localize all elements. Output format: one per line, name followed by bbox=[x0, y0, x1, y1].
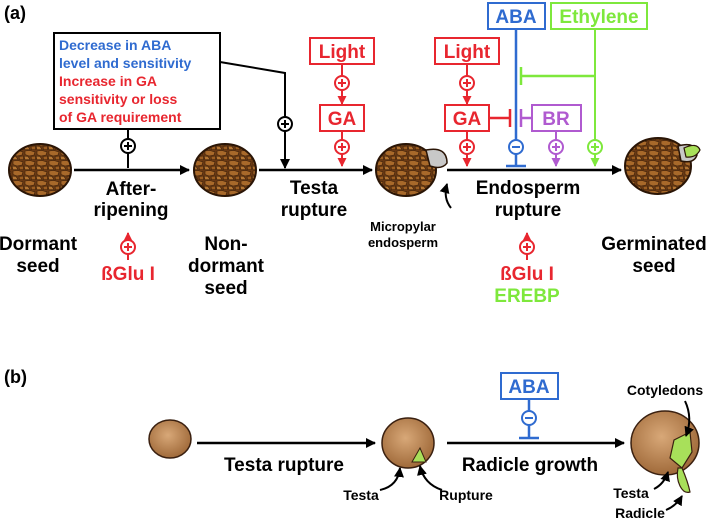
panel-b-label: (b) bbox=[4, 367, 27, 387]
note-line-2: level and sensitivity bbox=[59, 55, 191, 71]
aba-box-b bbox=[500, 372, 559, 400]
testa-rupture-label-b: Testa rupture bbox=[224, 455, 344, 476]
ethylene-label: Ethylene bbox=[559, 7, 638, 28]
note-line-5: of GA requirement bbox=[59, 109, 182, 125]
endosperm-label-1: Endosperm bbox=[476, 178, 581, 199]
seed-b-dormant-image bbox=[148, 419, 192, 459]
testa-ruptured-seed-image bbox=[375, 143, 448, 197]
dormant-label-1: Dormant bbox=[0, 234, 78, 255]
cotyledons-label: Cotyledons bbox=[627, 382, 703, 398]
note-box bbox=[53, 32, 221, 130]
micropylar-label-2: endosperm bbox=[368, 235, 438, 250]
box-to-testa-line bbox=[219, 61, 290, 169]
rupture-label-b: Rupture bbox=[439, 487, 493, 503]
micropylar-endosperm-shape bbox=[425, 148, 448, 169]
radicle-label-b: Radicle bbox=[615, 505, 665, 521]
aba-box-a bbox=[487, 2, 546, 30]
germinated-label-1: Germinated bbox=[601, 234, 707, 255]
aba-label-a: ABA bbox=[495, 7, 536, 28]
ga1-box bbox=[319, 104, 365, 132]
panel-a-label: (a) bbox=[4, 3, 26, 23]
germinated-seed-image bbox=[624, 137, 701, 195]
afterripening-label-1: After- bbox=[106, 179, 157, 200]
radicle-b-shape bbox=[676, 467, 691, 493]
seed-b-ruptured-image bbox=[381, 417, 435, 469]
dormant-label-2: seed bbox=[16, 256, 59, 277]
germinated-label-2: seed bbox=[632, 256, 675, 277]
note-line-1: Decrease in ABA bbox=[59, 37, 171, 53]
dormant-seed-image bbox=[8, 143, 72, 197]
light2-label: Light bbox=[444, 42, 491, 63]
rupture-shape bbox=[411, 446, 427, 463]
ga2-label: GA bbox=[453, 109, 482, 130]
bglu1-label: ßGlu I bbox=[101, 264, 155, 285]
br-label: BR bbox=[542, 109, 570, 130]
nondormant-label-1: Non- bbox=[204, 234, 247, 255]
testa-label-2: rupture bbox=[281, 200, 348, 221]
nondormant-label-2: dormant bbox=[188, 256, 265, 277]
erebp-label: EREBP bbox=[494, 286, 560, 307]
micropylar-pointer bbox=[439, 183, 452, 209]
br-box bbox=[531, 104, 582, 132]
radicle-shape bbox=[683, 144, 701, 158]
ga1-label: GA bbox=[328, 109, 357, 130]
testa-label-1: Testa bbox=[290, 178, 339, 199]
testa-label-b2: Testa bbox=[613, 485, 649, 501]
ethylene-box bbox=[550, 2, 648, 30]
light1-box bbox=[309, 37, 375, 65]
micropylar-label-1: Micropylar bbox=[370, 219, 436, 234]
light2-box bbox=[434, 37, 500, 65]
endosperm-label-2: rupture bbox=[495, 200, 562, 221]
nondormant-seed-image bbox=[193, 143, 257, 197]
note-line-3: Increase in GA bbox=[59, 73, 157, 89]
bglu2-label: ßGlu I bbox=[500, 264, 554, 285]
nondormant-label-3: seed bbox=[204, 278, 247, 299]
note-line-4: sensitivity or loss bbox=[59, 91, 177, 107]
afterripening-label-2: ripening bbox=[94, 200, 169, 221]
ga2-box bbox=[444, 104, 490, 132]
aba-label-b: ABA bbox=[508, 377, 549, 398]
radicle-growth-label-b: Radicle growth bbox=[462, 455, 598, 476]
light1-label: Light bbox=[319, 42, 366, 63]
testa-label-b1: Testa bbox=[343, 487, 379, 503]
